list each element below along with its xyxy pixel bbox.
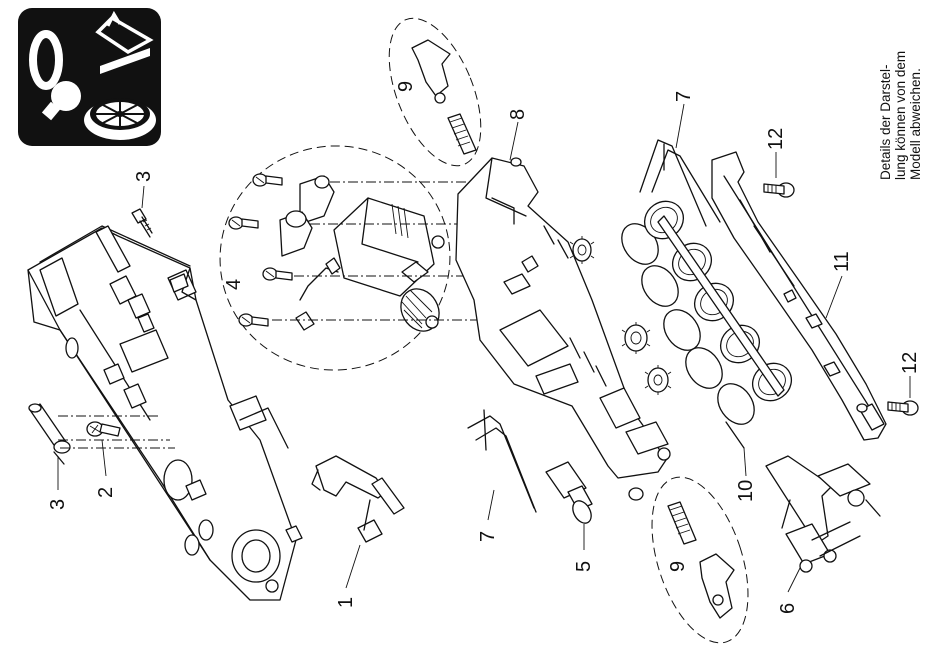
screw-part-2 xyxy=(87,422,120,436)
gear-small-2 xyxy=(622,322,650,354)
screw-part-3-upper xyxy=(132,209,152,237)
rear-truck-part-6 xyxy=(766,456,880,572)
callout-1: 1 xyxy=(335,597,357,608)
symbol-badge xyxy=(18,8,161,146)
gear-small-3 xyxy=(645,365,671,395)
callout-12-lower: 12 xyxy=(899,352,921,374)
callout-3-upper: 3 xyxy=(133,171,155,182)
contact-wire-part-7-lower xyxy=(468,410,536,512)
note-line-3: Modell abweichen. xyxy=(908,68,923,180)
callout-3-lower: 3 xyxy=(47,499,69,510)
callout-12-upper: 12 xyxy=(765,128,787,150)
bulb-holder-part-3-lower xyxy=(29,404,70,464)
note-line-2: lung können von dem xyxy=(893,51,908,180)
callout-5: 5 xyxy=(573,561,595,572)
callout-7-upper: 7 xyxy=(673,91,695,102)
disclaimer-note: Details der Darstel- lung können von dem… xyxy=(878,51,923,180)
callout-9-upper: 9 xyxy=(395,81,417,92)
locomotive-body xyxy=(28,226,302,600)
screw-part-12-lower xyxy=(888,401,918,415)
screw-part-12-upper xyxy=(764,183,794,197)
callout-6: 6 xyxy=(777,603,799,614)
clip-spring-part-9-upper xyxy=(371,5,500,178)
callout-9-lower: 9 xyxy=(667,561,689,572)
note-line-1: Details der Darstel- xyxy=(878,64,893,180)
callout-4: 4 xyxy=(223,279,245,290)
callout-2: 2 xyxy=(95,487,117,498)
callout-10: 10 xyxy=(735,480,757,502)
bracket-part-1 xyxy=(312,456,404,542)
lamp-part-5 xyxy=(546,462,595,526)
motor-group-part-4 xyxy=(206,131,465,385)
axle-end xyxy=(726,422,744,448)
wheelset-5 xyxy=(710,356,798,431)
wheelsets-part-10 xyxy=(614,194,798,448)
callout-7-lower: 7 xyxy=(477,531,499,542)
callout-11: 11 xyxy=(831,251,853,272)
callout-8: 8 xyxy=(507,109,529,120)
